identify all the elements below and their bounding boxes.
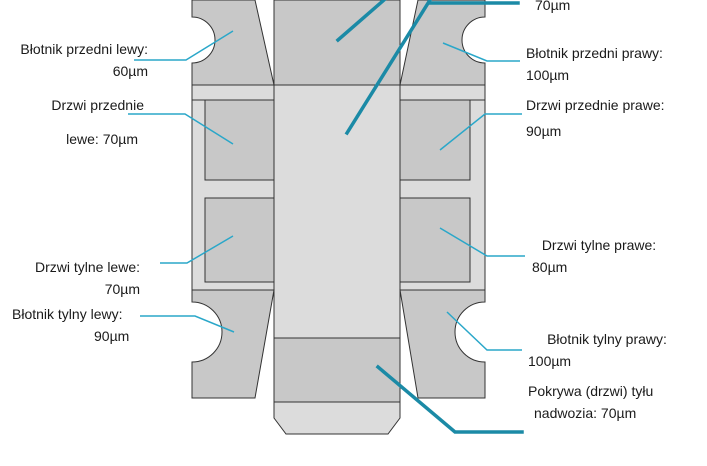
roof-label: 70µm	[535, 0, 570, 16]
front-fender-right-label: Błotnik przedni prawy: 100µm	[526, 45, 663, 83]
rear-fender-right-label: Błotnik tylny prawy: 100µm	[528, 331, 667, 369]
front-fender-left-label: Błotnik przedni lewy: 60µm	[20, 41, 148, 79]
rear-bumper-panel	[273, 401, 401, 435]
roof-label-value: 70µm	[535, 0, 571, 13]
rear-door-right-label: Drzwi tylne prawe: 80µm	[532, 237, 657, 275]
front-fender-left-panel	[191, 0, 275, 86]
leader-rear-door-right	[439, 227, 525, 257]
leader-rear-fender-right	[446, 311, 522, 351]
front-door-right-panel	[399, 99, 471, 181]
rear-fender-left-panel	[191, 289, 275, 399]
roof-panel	[273, 84, 401, 339]
rear-door-right-panel	[399, 197, 471, 283]
leader-roof-1	[335, 0, 387, 43]
front-door-right-label: Drzwi przednie prawe: 90µm	[526, 97, 665, 139]
front-fender-right-panel	[399, 0, 486, 86]
rear-fender-right-panel	[399, 289, 486, 399]
leader-front-fender-left	[134, 30, 234, 61]
rear-fender-left-label: Błotnik tylny lewy: 90µm	[12, 306, 130, 344]
leader-rear-fender-left	[140, 315, 235, 333]
rear-door-left-label: Drzwi tylne lewe: 70µm	[34, 259, 140, 297]
front-door-left-label: Drzwi przednie lewe: 70µm	[51, 97, 144, 147]
leader-roof-2	[344, 0, 433, 136]
leader-front-door-right	[439, 113, 522, 151]
leader-rear-door-left	[160, 235, 234, 264]
tailgate-label: Pokrywa (drzwi) tyłu nadwozia: 70µm	[528, 383, 654, 421]
rear-door-left-panel	[204, 197, 275, 283]
leader-front-fender-right	[442, 42, 520, 62]
leader-tailgate	[375, 364, 524, 434]
front-door-left-panel	[204, 99, 275, 181]
leader-front-door-left	[128, 113, 234, 145]
hood-panel	[273, 0, 401, 86]
